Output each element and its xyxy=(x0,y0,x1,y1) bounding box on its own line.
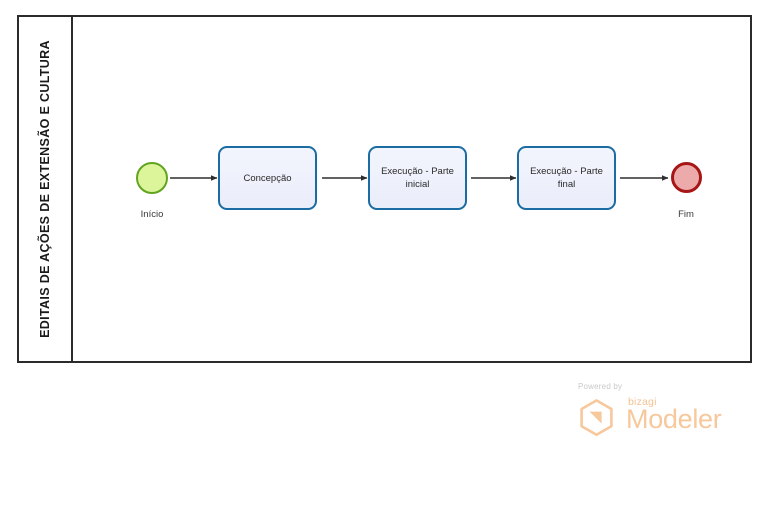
task-label: Concepção xyxy=(243,172,292,184)
start-event-label: Início xyxy=(140,209,164,220)
bizagi-hexagon-logo-icon xyxy=(580,399,613,437)
watermark-product-text: Modeler xyxy=(626,404,722,434)
end-event[interactable] xyxy=(671,162,702,193)
bpmn-pool: EDITAIS DE AÇÕES DE EXTENSÃO E CULTURA I… xyxy=(17,15,752,363)
watermark-powered-by-text: Powered by xyxy=(578,382,623,391)
start-event[interactable] xyxy=(136,162,168,194)
process-flow-canvas: Início Concepção Execução - Parte inicia… xyxy=(73,17,750,361)
sequence-flow-layer xyxy=(170,175,669,181)
task-concepcao[interactable]: Concepção xyxy=(218,146,317,210)
task-label: Execução - Parte final xyxy=(530,166,603,190)
end-event-label: Fim xyxy=(678,209,694,220)
task-label: Execução - Parte inicial xyxy=(381,166,454,190)
pool-lane-header: EDITAIS DE AÇÕES DE EXTENSÃO E CULTURA xyxy=(19,17,73,361)
pool-lane-body: Início Concepção Execução - Parte inicia… xyxy=(73,17,750,361)
pool-lane-title: EDITAIS DE AÇÕES DE EXTENSÃO E CULTURA xyxy=(38,40,53,338)
task-execucao-parte-final[interactable]: Execução - Parte final xyxy=(517,146,616,210)
task-execucao-parte-inicial[interactable]: Execução - Parte inicial xyxy=(368,146,467,210)
watermark-brand-text: bizagi xyxy=(628,396,657,408)
bizagi-watermark: Powered by bizagi Modeler xyxy=(572,382,738,440)
